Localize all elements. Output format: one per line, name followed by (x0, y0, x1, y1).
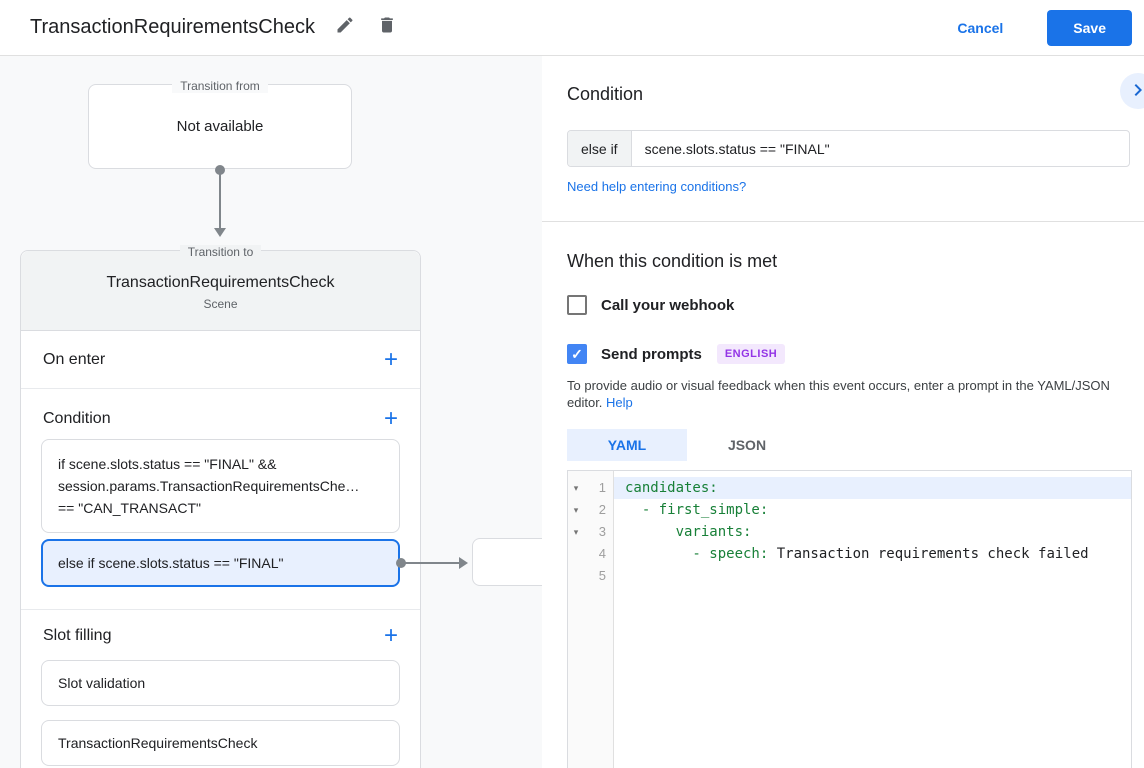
tab-yaml[interactable]: YAML (567, 429, 687, 461)
connector-line-vertical (219, 170, 221, 228)
line-number: 5 (598, 568, 606, 583)
add-slot-button[interactable]: + (383, 622, 398, 649)
code-content: variants: (614, 521, 1131, 543)
panel-divider (542, 221, 1144, 222)
when-met-title: When this condition is met (567, 251, 778, 271)
add-on-enter-button[interactable]: + (383, 345, 398, 373)
on-enter-section: On enter + (21, 331, 420, 389)
code-line: 4 - speech: Transaction requirements che… (568, 543, 1131, 565)
save-button[interactable]: Save (1047, 9, 1132, 46)
scene-card-title: TransactionRequirementsCheck (106, 274, 335, 291)
line-number: 1 (598, 480, 606, 495)
code-line: ▾ 3 variants: (568, 521, 1131, 543)
yaml-key: variants: (625, 524, 752, 540)
fold-spacer (568, 543, 584, 565)
help-link[interactable]: Help (606, 395, 633, 410)
yaml-value: Transaction requirements check failed (776, 546, 1089, 562)
page-title: TransactionRequirementsCheck (30, 16, 315, 38)
delete-scene-button[interactable] (375, 16, 399, 40)
on-enter-label: On enter (43, 350, 106, 368)
yaml-key: candidates: (625, 480, 718, 496)
yaml-key: - first_simple: (625, 502, 769, 518)
line-number: 2 (598, 502, 606, 517)
condition-editor-panel: Condition else if Need help entering con… (542, 56, 1144, 768)
line-number: 4 (598, 546, 606, 561)
webhook-label: Call your webhook (601, 296, 735, 314)
editor-tabs: YAML JSON (567, 429, 807, 461)
condition-prefix-label: else if (568, 131, 632, 166)
arrow-right-icon (459, 557, 468, 569)
check-icon: ✓ (571, 345, 583, 362)
language-badge: ENGLISH (716, 344, 786, 364)
condition-line: session.params.TransactionRequirementsCh… (58, 478, 360, 494)
prompt-description: To provide audio or visual feedback when… (567, 377, 1132, 411)
condition-item-selected[interactable]: else if scene.slots.status == "FINAL" (41, 539, 400, 587)
edit-title-button[interactable] (333, 16, 357, 40)
send-prompts-checkbox[interactable]: ✓ (567, 344, 587, 364)
fold-spacer (568, 565, 584, 587)
webhook-row: Call your webhook (567, 295, 734, 315)
editor-gutter (568, 471, 614, 768)
transition-to-card: Transition to TransactionRequirementsChe… (20, 245, 421, 768)
code-content: candidates: (614, 477, 1131, 499)
connector-line-horizontal (401, 562, 459, 564)
fold-arrow-icon[interactable]: ▾ (573, 483, 579, 493)
code-line: ▾ 1 candidates: (568, 477, 1131, 499)
panel-title: Condition (567, 84, 644, 104)
slot-transaction-item[interactable]: TransactionRequirementsCheck (41, 720, 400, 766)
top-bar: TransactionRequirementsCheck Cancel Save (0, 0, 1144, 56)
slot-validation-item[interactable]: Slot validation (41, 660, 400, 706)
tab-json[interactable]: JSON (687, 429, 807, 461)
code-line: ▾ 2 - first_simple: (568, 499, 1131, 521)
transition-from-legend: Transition from (89, 77, 351, 95)
prompt-description-text: To provide audio or visual feedback when… (567, 378, 1110, 410)
pencil-icon (335, 15, 355, 40)
condition-line: == "CAN_TRANSACT" (58, 500, 201, 516)
code-line: 5 (568, 565, 1131, 587)
code-content (614, 565, 1131, 587)
line-number: 3 (598, 524, 606, 539)
yaml-editor[interactable]: ▾ 1 candidates: ▾ 2 - first_simple: ▾ 3 … (567, 470, 1132, 768)
chevron-right-icon (1126, 78, 1144, 105)
slot-filling-section: Slot filling + Slot validation Transacti… (21, 610, 420, 768)
add-condition-button[interactable]: + (383, 405, 398, 432)
code-content: - first_simple: (614, 499, 1131, 521)
arrow-down-icon (214, 228, 226, 237)
transition-target-box (472, 538, 542, 586)
condition-item[interactable]: if scene.slots.status == "FINAL" && sess… (41, 439, 400, 533)
code-content: - speech: Transaction requirements check… (614, 543, 1131, 565)
conditions-help-link[interactable]: Need help entering conditions? (567, 179, 747, 194)
collapse-panel-button[interactable] (1120, 73, 1144, 109)
condition-section-label: Condition (43, 410, 111, 427)
fold-arrow-icon[interactable]: ▾ (573, 505, 579, 515)
yaml-key: - speech: (625, 546, 777, 562)
flow-canvas: Transition from Not available Transition… (0, 56, 542, 768)
condition-line: else if scene.slots.status == "FINAL" (58, 555, 284, 571)
cancel-button[interactable]: Cancel (957, 19, 1004, 36)
send-prompts-row: ✓ Send prompts ENGLISH (567, 344, 786, 364)
send-prompts-label: Send prompts (601, 345, 702, 363)
condition-line: if scene.slots.status == "FINAL" && (58, 456, 277, 472)
trash-icon (377, 15, 397, 40)
transition-from-content: Not available (176, 118, 264, 135)
slot-filling-label: Slot filling (43, 627, 112, 644)
condition-input-row: else if (567, 130, 1130, 167)
condition-expression-input[interactable] (631, 131, 1129, 166)
webhook-checkbox[interactable] (567, 295, 587, 315)
scene-card-subtitle: Scene (203, 297, 238, 311)
condition-section: Condition + if scene.slots.status == "FI… (21, 389, 420, 610)
fold-arrow-icon[interactable]: ▾ (573, 527, 579, 537)
scene-card-header[interactable]: TransactionRequirementsCheck Scene (21, 251, 420, 331)
transition-from-box: Transition from Not available (88, 79, 352, 169)
